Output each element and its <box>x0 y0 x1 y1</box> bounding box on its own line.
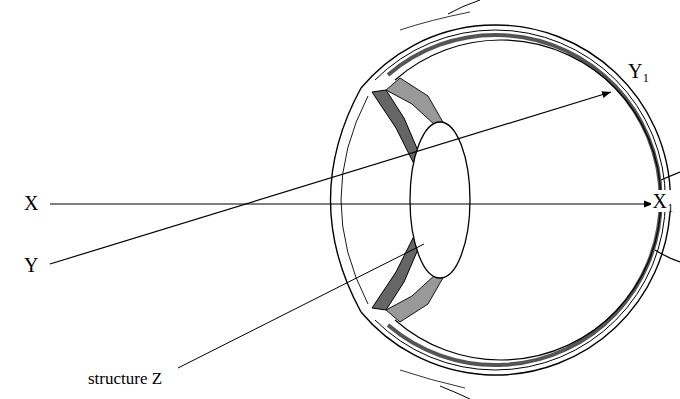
ciliary-body <box>386 78 444 126</box>
part-label: Y <box>22 254 40 276</box>
lens <box>410 122 470 278</box>
eyelid-line <box>400 370 465 388</box>
choroid <box>375 30 665 370</box>
eyelid-line <box>448 0 480 14</box>
eyelid-line <box>440 386 470 399</box>
light-ray <box>50 203 653 204</box>
sclera <box>361 25 670 375</box>
optic-nerve <box>655 250 680 262</box>
part-label: Y₁ <box>626 60 651 82</box>
cornea-inner <box>341 96 368 304</box>
leader-line <box>178 244 424 368</box>
ciliary-body <box>386 274 444 322</box>
part-label: X <box>22 192 40 214</box>
retina <box>395 40 661 360</box>
part-label: X₁ <box>651 190 676 212</box>
part-label: structure Z <box>86 370 164 389</box>
retina-band <box>388 35 661 365</box>
eyelid-line <box>400 12 470 30</box>
light-ray <box>50 92 611 264</box>
